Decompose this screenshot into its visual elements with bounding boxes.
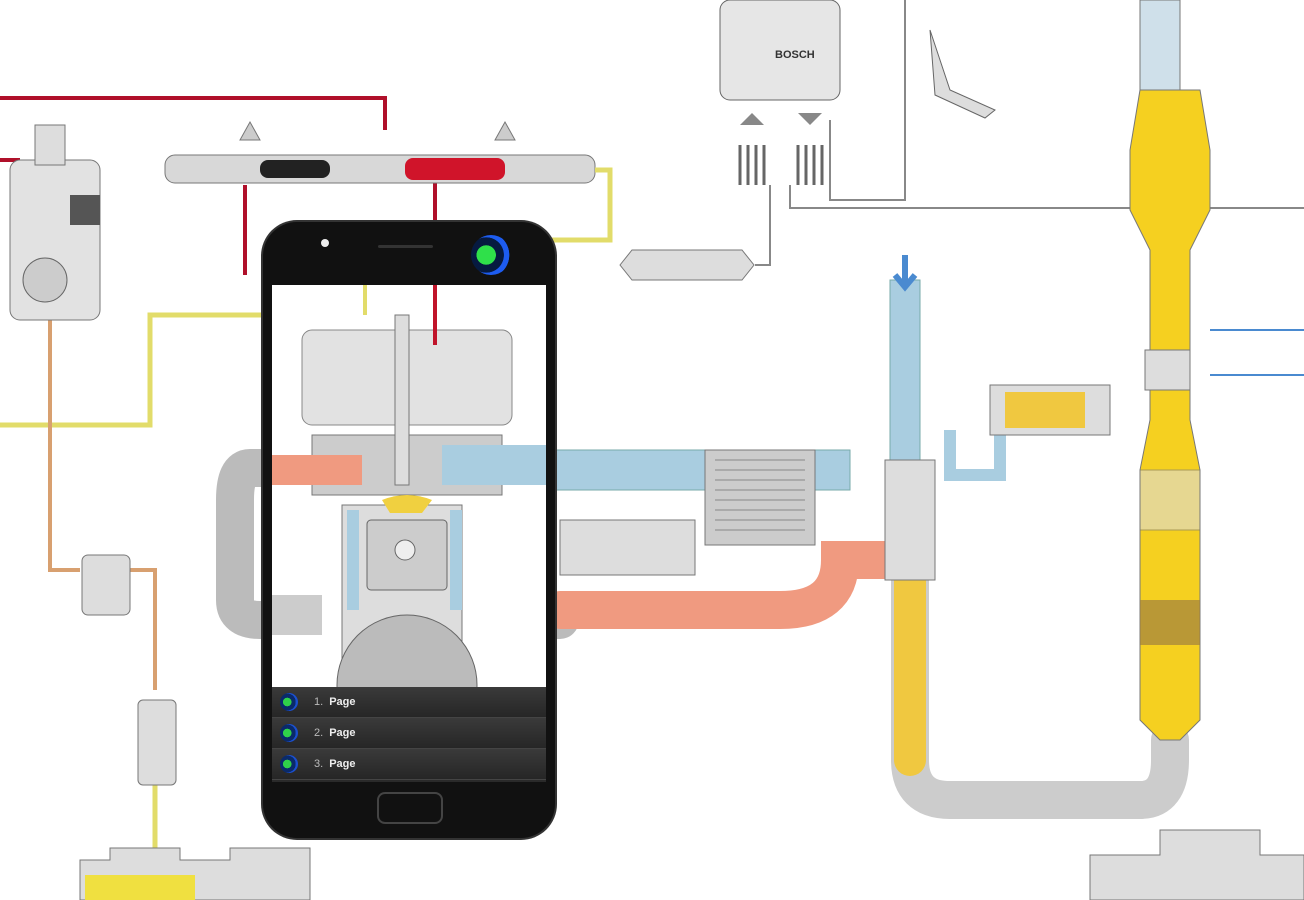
list-item-label: Page (329, 758, 356, 770)
list-item-number: 2. (314, 727, 324, 739)
page-icon (280, 724, 298, 742)
phone-mockup: 1. Page 2. Page 3. Page (263, 222, 555, 838)
fuel-filter (81, 554, 131, 616)
front-camera-icon (321, 239, 329, 247)
ecu-label: BOSCH (775, 49, 815, 61)
egr-cooler (559, 384, 1111, 576)
page-icon (280, 693, 298, 711)
fuel-rail (164, 120, 596, 184)
fuel-pump (137, 699, 177, 786)
list-item-number: 3. (314, 758, 324, 770)
fuel-tank (79, 847, 311, 900)
page-list: 1. Page 2. Page 3. Page (272, 687, 546, 782)
list-item[interactable]: 2. Page (272, 718, 546, 749)
phone-screen: 1. Page 2. Page 3. Page (272, 285, 546, 782)
list-item-label: Page (329, 696, 356, 708)
list-item[interactable]: 3. Page (272, 749, 546, 780)
supply-fuel-line (48, 200, 157, 690)
accelerator-pedal (929, 29, 996, 119)
app-logo-icon (471, 235, 511, 275)
home-button[interactable] (377, 792, 443, 824)
intercooler (704, 449, 816, 546)
high-pressure-pump (9, 124, 101, 321)
ecu: BOSCH (719, 0, 1304, 266)
list-item-label: Page (329, 727, 356, 739)
sensor-plug (619, 249, 755, 281)
list-item[interactable]: 1. Page (272, 687, 546, 718)
bottom-right-unit (1089, 829, 1304, 900)
page-icon (280, 755, 298, 773)
engine-cylinder-diagram (272, 285, 546, 687)
list-item-number: 1. (314, 696, 324, 708)
exhaust-aftertreatment (1129, 0, 1304, 741)
speaker-grille (378, 245, 433, 248)
